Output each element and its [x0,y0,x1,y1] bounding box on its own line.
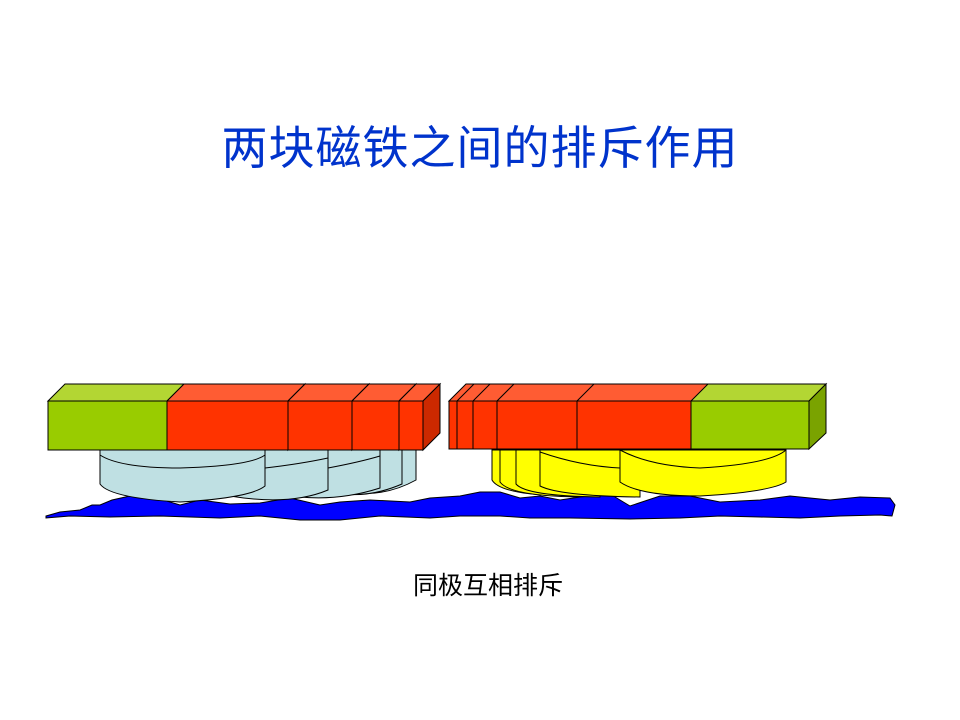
slide-caption: 同极互相排斥 [412,571,563,600]
right-magnet [447,382,828,451]
right-float-stack [491,449,787,498]
slide-title: 两块磁铁之间的排斥作用 [221,121,739,175]
water-wave [45,491,896,521]
left-float-stack [99,449,417,503]
left-magnet [46,382,442,452]
